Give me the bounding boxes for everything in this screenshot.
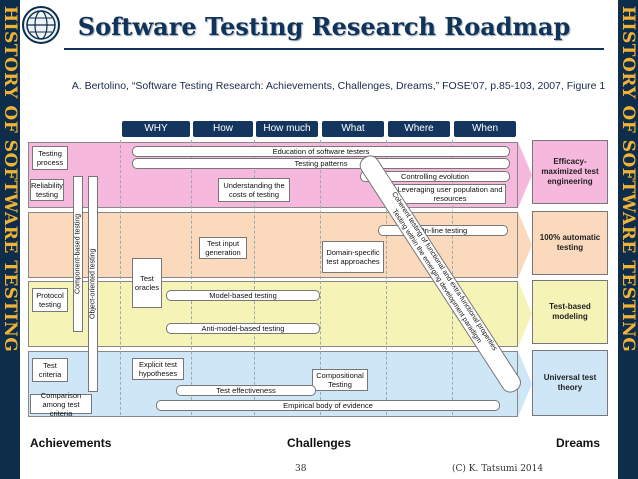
component-based-testing-bar: Component-based testing	[73, 176, 83, 332]
test-oracles-box: Test oracles	[132, 258, 162, 308]
right-banner-text: HISTORY OF SOFTWARE TESTING	[618, 6, 638, 353]
column-header-what: What	[322, 121, 384, 137]
left-banner-text: HISTORY OF SOFTWARE TESTING	[0, 6, 20, 353]
page-number: 38	[295, 464, 307, 474]
comparison-test-criteria-box: Comparison among test criteria	[30, 391, 92, 418]
education-testers-bar: Education of software testers	[132, 146, 510, 157]
online-testing-bar: On-line testing	[378, 225, 508, 236]
column-header-how-much: How much	[256, 121, 318, 137]
gridline	[191, 140, 192, 415]
dream-test-based-modeling: Test-based modeling	[532, 280, 608, 344]
explicit-hypotheses-box: Explicit test hypotheses	[132, 358, 184, 380]
left-side-banner	[0, 0, 20, 479]
leveraging-user-population-box: Leveraging user population and resources	[394, 184, 506, 204]
right-side-banner	[618, 0, 638, 479]
test-input-generation-box: Test input generation	[199, 237, 247, 259]
object-oriented-testing-bar: Object-oriented testing	[88, 176, 98, 392]
globe-logo-icon	[22, 6, 60, 44]
copyright: (C) K. Tatsumi 2014	[452, 464, 544, 474]
title-divider	[64, 48, 604, 50]
column-header-when: When	[454, 121, 516, 137]
gridline	[386, 140, 387, 415]
understanding-costs-box: Understanding the costs of testing	[218, 178, 290, 202]
test-effectiveness-bar: Test effectiveness	[176, 385, 316, 396]
anti-model-based-testing-bar: Anti-model-based testing	[166, 323, 320, 334]
page-title: Software Testing Research Roadmap	[77, 12, 571, 41]
dream-universal-theory: Universal test theory	[532, 350, 608, 416]
column-header-why: WHY	[122, 121, 190, 137]
row-arrow-efficacy	[518, 142, 532, 208]
citation: A. Bertolino, “Software Testing Research…	[71, 80, 606, 92]
gridline	[120, 140, 121, 415]
gridline	[254, 140, 255, 415]
model-based-testing-bar: Model-based testing	[166, 290, 320, 301]
testing-patterns-bar: Testing patterns	[132, 158, 510, 169]
dreams-label: Dreams	[556, 436, 601, 450]
compositional-testing-box: Compositional Testing	[312, 369, 368, 391]
challenges-label: Challenges	[287, 436, 352, 450]
dream-efficacy: Efficacy-maximized test engineering	[532, 140, 608, 204]
test-criteria-box: Test criteria	[32, 358, 68, 382]
empirical-body-bar: Empirical body of evidence	[156, 400, 500, 411]
column-header-where: Where	[388, 121, 450, 137]
testing-process-box: Testing process	[32, 146, 68, 170]
row-arrow-modeling	[518, 281, 532, 347]
controlling-evolution-bar: Controlling evolution	[360, 171, 510, 182]
column-header-how: How	[193, 121, 253, 137]
achievements-label: Achievements	[30, 436, 112, 450]
domain-specific-box: Domain-specific test approaches	[322, 241, 384, 273]
reliability-testing-box: Reliability testing	[30, 179, 64, 201]
protocol-testing-box: Protocol testing	[32, 288, 68, 312]
gridline	[320, 140, 321, 415]
row-arrow-automatic	[518, 212, 532, 278]
row-arrow-theory	[518, 351, 532, 417]
dream-automatic-testing: 100% automatic testing	[532, 211, 608, 275]
